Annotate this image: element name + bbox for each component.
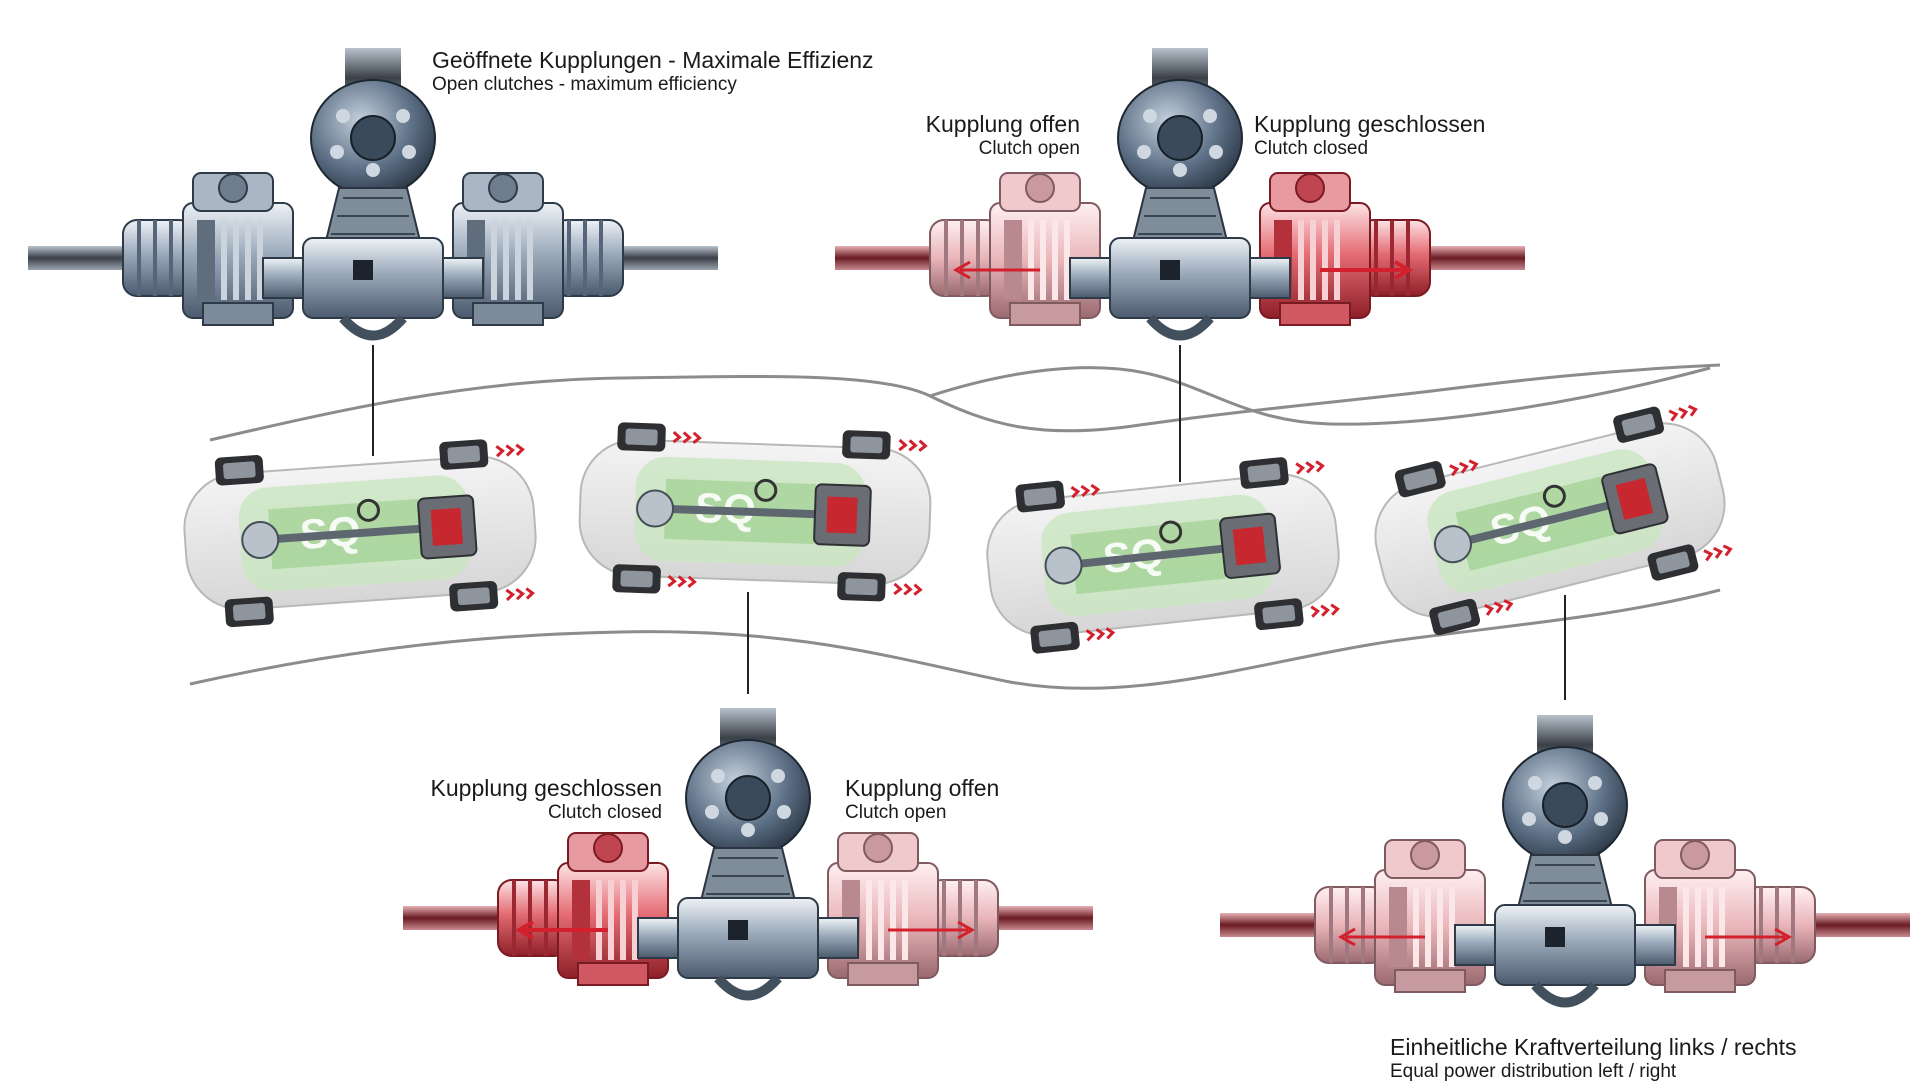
label-clutch-open-top-de: Kupplung offen	[925, 111, 1080, 137]
road-edge-top	[209, 363, 1721, 442]
axle-unit-max-efficiency	[28, 48, 718, 336]
label-clutch-open-bottom-de: Kupplung offen	[845, 775, 1000, 801]
road-edge-bottom	[189, 588, 1721, 690]
car-3	[978, 450, 1348, 660]
label-max-efficiency-de: Geöffnete Kupplungen - Maximale Effizien…	[432, 47, 874, 73]
axle-unit-left-closed	[403, 708, 1093, 996]
label-clutch-closed-top: Kupplung geschlossen Clutch closed	[1254, 112, 1485, 159]
car-1	[177, 434, 543, 632]
label-clutch-closed-bottom: Kupplung geschlossen Clutch closed	[400, 776, 662, 823]
label-equal-distribution-de: Einheitliche Kraftverteilung links / rec…	[1390, 1034, 1797, 1060]
label-clutch-closed-bottom-en: Clutch closed	[547, 802, 662, 824]
label-clutch-closed-top-de: Kupplung geschlossen	[1254, 111, 1486, 137]
road-edge-top-2	[929, 366, 1711, 426]
label-equal-distribution-en: Equal power distribution left / right	[1390, 1061, 1677, 1082]
car-2	[575, 419, 935, 605]
label-max-efficiency-en: Open clutches - maximum efficiency	[432, 74, 737, 96]
label-clutch-closed-bottom-de: Kupplung geschlossen	[430, 775, 662, 801]
axle-unit-equal-distribution	[1220, 715, 1910, 1003]
label-equal-distribution: Einheitliche Kraftverteilung links / rec…	[1390, 1035, 1797, 1082]
car-4	[1358, 393, 1742, 647]
label-clutch-open-bottom: Kupplung offen Clutch open	[845, 776, 999, 823]
axle-unit-right-closed	[835, 48, 1525, 336]
label-clutch-open-top: Kupplung offen Clutch open	[880, 112, 1080, 159]
label-clutch-open-top-en: Clutch open	[978, 138, 1080, 160]
label-max-efficiency: Geöffnete Kupplungen - Maximale Effizien…	[432, 48, 874, 95]
label-clutch-open-bottom-en: Clutch open	[845, 802, 947, 824]
label-clutch-closed-top-en: Clutch closed	[1254, 138, 1369, 160]
